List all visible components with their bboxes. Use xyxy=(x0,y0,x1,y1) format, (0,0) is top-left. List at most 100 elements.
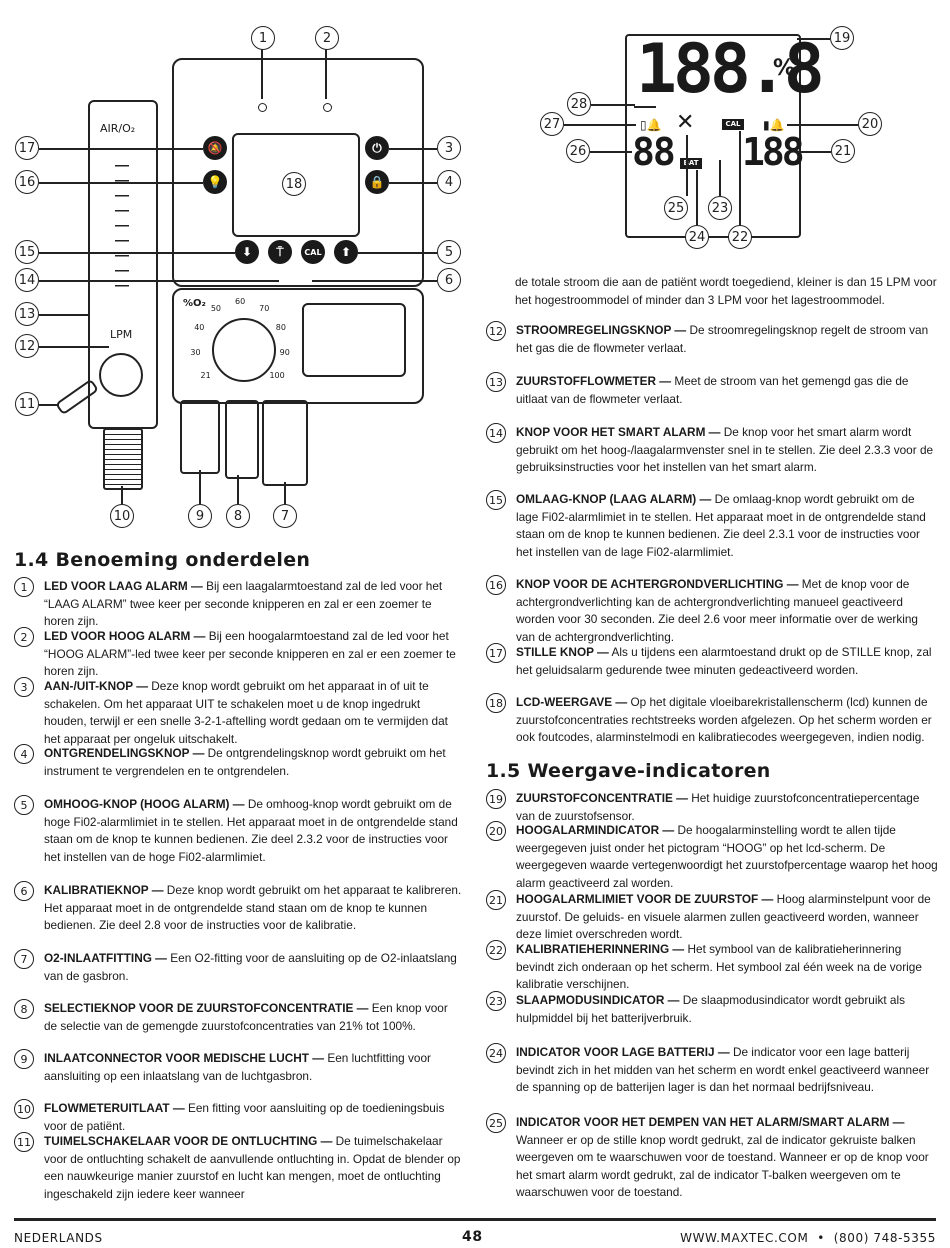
callout-5: 5 xyxy=(437,240,461,264)
callout-6: 6 xyxy=(437,268,461,292)
dial-tick-label: 90 xyxy=(279,347,290,357)
item-number: 10 xyxy=(14,1099,34,1119)
lcd-right-reading: 188 xyxy=(742,130,805,174)
flowmeter-scale xyxy=(115,165,129,300)
down-button[interactable]: ⬇ xyxy=(235,240,259,264)
low-battery-icon: BAT xyxy=(680,158,702,169)
smart-alarm-button[interactable]: ⍑ xyxy=(268,240,292,264)
item-number: 12 xyxy=(486,321,506,341)
item-number: 2 xyxy=(14,627,34,647)
o2-selector-stem xyxy=(225,400,259,479)
item-label: INDICATOR VOOR HET DEMPEN VAN HET ALARM/… xyxy=(516,1115,905,1129)
item-label: O2-INLAATFITTING — xyxy=(44,951,167,965)
callout-2: 2 xyxy=(315,26,339,50)
item-description: Een knop voor de selectie van de gemengd… xyxy=(44,1001,448,1033)
lcd-window xyxy=(232,133,360,237)
item-description: Wanneer er op de stille knop wordt gedru… xyxy=(516,1132,929,1200)
item-description: De slaapmodusindicator wordt gebruikt al… xyxy=(516,993,905,1025)
item-label: HOOGALARMINDICATOR — xyxy=(516,823,675,837)
callout-18: 18 xyxy=(282,172,306,196)
callout-23: 23 xyxy=(708,196,732,220)
item-description: De ontgrendelingsknop wordt gebruikt om … xyxy=(44,746,446,778)
item-description: De knop voor het smart alarm wordt gebru… xyxy=(516,425,934,474)
callout-28: 28 xyxy=(567,92,591,116)
footer-contact: WWW.MAXTEC.COM • (800) 748-5355 xyxy=(680,1231,936,1245)
callout-8: 8 xyxy=(226,504,250,528)
dial-tick-label: 50 xyxy=(210,304,221,314)
item-label: SLAAPMODUSINDICATOR — xyxy=(516,993,680,1007)
item-number: 7 xyxy=(14,949,34,969)
lpm-label: LPM xyxy=(110,328,133,341)
item-number: 1 xyxy=(14,577,34,597)
power-button[interactable]: ⏻ xyxy=(365,136,389,160)
item-number: 8 xyxy=(14,999,34,1019)
callout-25: 25 xyxy=(664,196,688,220)
callout-27: 27 xyxy=(540,112,564,136)
dial-tick-label: 70 xyxy=(259,304,270,314)
lcd-left-reading: 88 xyxy=(632,130,676,174)
up-button[interactable]: ⬆ xyxy=(334,240,358,264)
item-label: FLOWMETERUITLAAT — xyxy=(44,1101,185,1115)
callout-9: 9 xyxy=(188,504,212,528)
item-description: Met de knop voor de achtergrondverlichti… xyxy=(516,577,918,644)
item-label: STROOMREGELINGSKNOP — xyxy=(516,323,687,337)
lcd-frame xyxy=(625,34,801,238)
lock-button[interactable]: 🔒 xyxy=(365,170,389,194)
item-description: De indicator voor een lage batterij bevi… xyxy=(516,1045,930,1094)
item-number: 4 xyxy=(14,744,34,764)
item-label: AAN-/UIT-KNOP — xyxy=(44,679,148,693)
item-label: ONTGRENDELINGSKNOP — xyxy=(44,746,205,760)
callout-11: 11 xyxy=(15,392,39,416)
callout-21: 21 xyxy=(831,139,855,163)
item-number: 5 xyxy=(14,795,34,815)
item-description: De omhoog-knop wordt gebruikt om de hoge… xyxy=(44,797,458,864)
item-description: Als u tijdens een alarmtoestand drukt op… xyxy=(516,645,932,677)
flow-control-knob[interactable] xyxy=(99,353,143,397)
dial-tick-label: 40 xyxy=(194,322,205,332)
air-inlet-fitting xyxy=(180,400,220,474)
item-description: Bij een hoogalarmtoestand zal de led voo… xyxy=(44,629,456,678)
flowmeter-outlet xyxy=(103,428,143,490)
item-label: KNOP VOOR HET SMART ALARM — xyxy=(516,425,721,439)
backlight-button[interactable]: 💡 xyxy=(203,170,227,194)
item-description: Het huidige zuurstofconcentratiepercenta… xyxy=(516,791,920,823)
calibration-button[interactable]: CAL xyxy=(301,240,325,264)
item-label: INLAATCONNECTOR VOOR MEDISCHE LUCHT — xyxy=(44,1051,325,1065)
item-description: Een O2-fitting voor de aansluiting op de… xyxy=(44,951,457,983)
callout-7: 7 xyxy=(273,504,297,528)
item-number: 3 xyxy=(14,677,34,697)
silence-button[interactable]: 🔕 xyxy=(203,136,227,160)
callout-22: 22 xyxy=(728,225,752,249)
flowmeter-label: AIR/O₂ xyxy=(100,122,136,135)
high-alarm-bell-icon: ▮🔔 xyxy=(763,118,785,132)
callout-12: 12 xyxy=(15,334,39,358)
smart-alarm-bar xyxy=(634,106,656,108)
section-1-5-title: 1.5 Weergave-indicatoren xyxy=(486,760,771,782)
item-7: 7 O2-INLAATFITTING — Een O2-fitting voor … xyxy=(14,949,464,985)
led-high-alarm xyxy=(323,103,332,112)
o2-inlet-fitting xyxy=(262,400,308,486)
item-description: Hoog alarminstelpunt voor de zuurstof. D… xyxy=(516,892,931,941)
item-description: De stroomregelingsknop regelt de stroom … xyxy=(516,323,929,355)
o2-scale-label: %O₂ xyxy=(183,298,206,309)
item-description: De tuimelschakelaar voor de ontluchting … xyxy=(44,1134,461,1201)
callout-14: 14 xyxy=(15,268,39,292)
item-label: KALIBRATIEKNOP — xyxy=(44,883,164,897)
item-label: ZUURSTOFFLOWMETER — xyxy=(516,374,672,388)
item-number: 13 xyxy=(486,372,506,392)
o2-selector-knob[interactable] xyxy=(212,318,276,382)
item-description: Bij een laagalarmtoestand zal de led voo… xyxy=(44,579,443,628)
lcd-main-reading: 188.8 xyxy=(636,30,825,109)
item-label: HOOGALARMLIMIET VOOR DE ZUURSTOF — xyxy=(516,892,774,906)
cal-reminder-icon: CAL xyxy=(722,119,744,130)
callout-4: 4 xyxy=(437,170,461,194)
